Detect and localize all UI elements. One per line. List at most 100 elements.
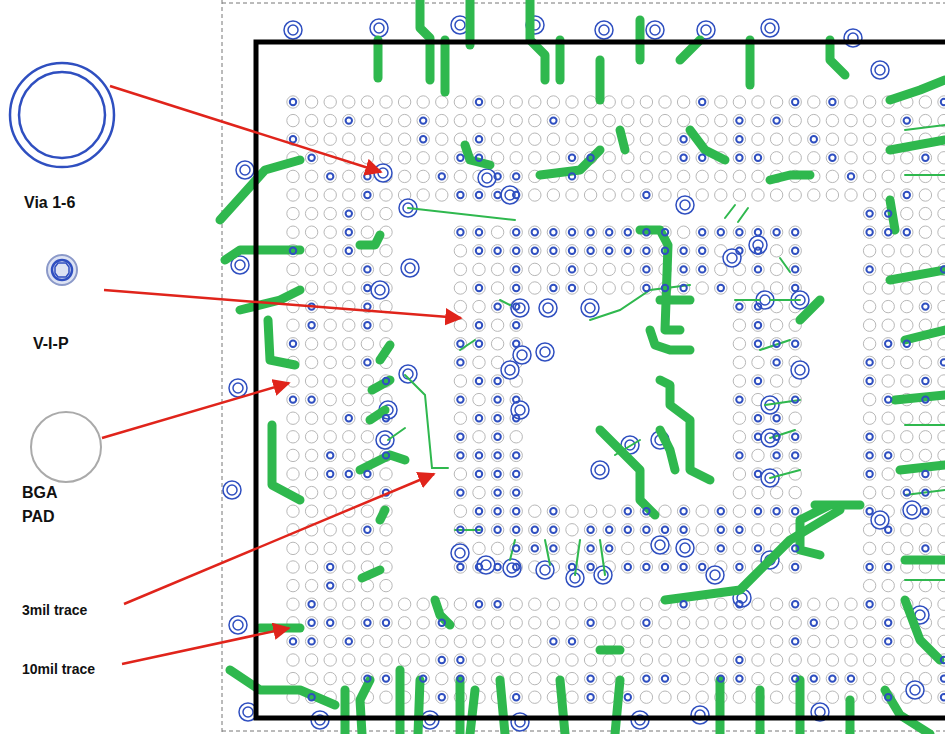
bga-pad — [547, 282, 559, 294]
bga-pad — [305, 282, 317, 294]
bga-pad — [398, 170, 410, 182]
via-in-pad — [625, 229, 631, 235]
bga-pad — [305, 412, 317, 424]
bga-pad — [901, 300, 913, 312]
via-in-pad — [904, 229, 910, 235]
bga-pad — [603, 505, 615, 517]
bga-pad — [826, 617, 838, 629]
bga-pad — [770, 319, 782, 331]
via — [236, 161, 254, 179]
bga-pad — [677, 617, 689, 629]
bga-pad — [770, 263, 782, 275]
bga-pad — [287, 505, 299, 517]
bga-pad — [901, 412, 913, 424]
bga-pad — [361, 207, 373, 219]
bga-pad — [305, 114, 317, 126]
bga-pad — [826, 170, 838, 182]
bga-pad — [640, 654, 652, 666]
via-in-pad — [383, 620, 389, 626]
bga-pad — [324, 431, 336, 443]
bga-pad — [752, 263, 764, 275]
bga-pad — [417, 114, 429, 126]
bga-pad — [305, 505, 317, 517]
bga-pad — [473, 412, 485, 424]
bga-pad — [324, 654, 336, 666]
bga-pad — [417, 654, 429, 666]
bga-pad — [324, 412, 336, 424]
bga-pad — [677, 170, 689, 182]
via — [906, 681, 924, 699]
bga-pad — [547, 598, 559, 610]
via-in-pad — [569, 155, 575, 161]
bga-pad — [491, 412, 503, 424]
bga-pad — [566, 691, 578, 703]
bga-pad — [845, 96, 857, 108]
via-in-pad — [941, 657, 945, 663]
via-in-pad — [606, 527, 612, 533]
via-in-pad — [885, 452, 891, 458]
bga-pad — [566, 542, 578, 554]
bga-pad — [305, 356, 317, 368]
via-symbol — [19, 72, 105, 158]
trace-10mil — [890, 80, 945, 100]
via-in-pad — [625, 527, 631, 533]
bga-pad — [324, 542, 336, 554]
bga-pad — [380, 319, 392, 331]
bga-pad — [826, 189, 838, 201]
via-in-pad — [587, 155, 593, 161]
via-in-pad — [773, 117, 779, 123]
via-in-pad — [866, 229, 872, 235]
trace-10mil — [830, 40, 845, 75]
via-in-pad — [755, 378, 761, 384]
bga-pad — [659, 691, 671, 703]
via-in-pad — [699, 99, 705, 105]
bga-pad — [361, 133, 373, 145]
bga-pad — [677, 505, 689, 517]
trace-10mil — [796, 680, 805, 734]
bga-pad — [863, 207, 875, 219]
bga-pad — [473, 617, 485, 629]
via-in-pad — [866, 359, 872, 365]
bga-pad — [454, 486, 466, 498]
bga-pad — [770, 672, 782, 684]
trace-10mil — [220, 160, 300, 220]
trace-10mil — [362, 570, 380, 578]
via-in-pad — [290, 136, 296, 142]
bga-pad — [343, 375, 355, 387]
bga-pad — [491, 319, 503, 331]
bga-pad — [733, 170, 745, 182]
bga-pad — [547, 245, 559, 257]
via-in-pad — [755, 415, 761, 421]
via-in-pad — [457, 564, 463, 570]
bga-pad — [287, 319, 299, 331]
trace-10mil — [905, 330, 945, 340]
bga-pad — [361, 226, 373, 238]
via-in-pad — [494, 452, 500, 458]
via-in-pad — [662, 229, 668, 235]
bga-pad — [622, 598, 634, 610]
via-in-pad — [308, 638, 314, 644]
via-in-pad — [494, 248, 500, 254]
bga-pad — [752, 375, 764, 387]
bga-pad — [380, 635, 392, 647]
bga-pad — [510, 114, 522, 126]
bga-pad — [677, 691, 689, 703]
bga-pad — [696, 245, 708, 257]
bga-pad — [882, 654, 894, 666]
via-in-pad — [308, 601, 314, 607]
bga-pad — [343, 282, 355, 294]
vip-symbol — [55, 263, 69, 277]
bga-pad — [380, 598, 392, 610]
bga-pad — [510, 468, 522, 480]
via-in-pad — [587, 694, 593, 700]
via-in-pad — [364, 192, 370, 198]
via-in-pad — [532, 545, 538, 551]
vip-symbol — [52, 260, 72, 280]
via-in-pad — [755, 545, 761, 551]
trace-3mil — [725, 205, 735, 218]
bga-pad — [529, 672, 541, 684]
bga-pad — [324, 282, 336, 294]
bga-pad — [901, 654, 913, 666]
bga-pad — [491, 654, 503, 666]
bga-pad — [491, 263, 503, 275]
